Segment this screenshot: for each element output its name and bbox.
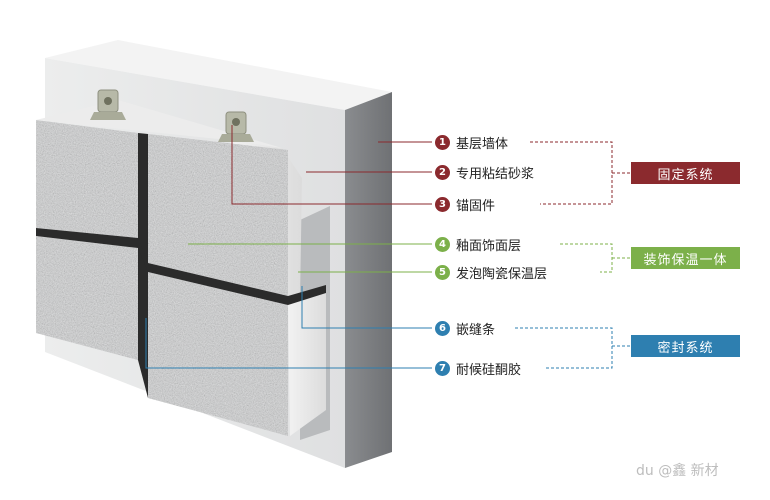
label-glazed-facing: 4 釉面饰面层 [435,233,521,255]
badge-2: 2 [435,164,450,180]
label-text-foam-ceramic: 发泡陶瓷保温层 [456,266,548,282]
label-text-joint-strip: 嵌缝条 [456,322,496,338]
group-sealing-system: 密封系统 [631,335,740,357]
label-text-glazed-facing: 釉面饰面层 [456,238,522,254]
label-anchor: 3 锚固件 [435,193,495,215]
facing-tiles [36,120,288,436]
label-silicone-sealant: 7 耐候硅酮胶 [435,357,521,379]
group-fixing-system: 固定系统 [631,162,740,184]
leader-3 [231,125,432,205]
badge-6: 6 [435,320,450,336]
base-wall-top [45,40,392,110]
badge-1: 1 [435,134,450,150]
leader-lines [145,125,432,369]
insulation-side-lower [288,285,326,436]
bracket-seal [515,327,613,369]
label-joint-strip: 6 嵌缝条 [435,317,495,339]
badge-3: 3 [435,196,450,212]
anchor-right [218,111,254,142]
badge-4: 4 [435,236,450,252]
group-decor-insulation: 装饰保温一体 [631,247,740,269]
label-base-wall: 1 基层墙体 [435,131,508,153]
base-wall-side [345,92,392,468]
label-foam-ceramic: 5 发泡陶瓷保温层 [435,261,547,283]
leader-6 [301,286,432,329]
leader-7 [145,318,432,369]
label-text-silicone-sealant: 耐候硅酮胶 [456,362,522,378]
watermark: du @鑫 新材 [636,463,719,479]
label-adhesive-mortar: 2 专用粘结砂浆 [435,161,534,183]
bracket-decor [560,243,613,273]
badge-7: 7 [435,360,450,376]
joint-horizontal [36,228,326,305]
label-text-anchor: 锚固件 [456,198,496,214]
label-text-base-wall: 基层墙体 [456,136,509,152]
badge-5: 5 [435,264,450,280]
bracket-fixing [530,141,613,205]
group-brackets [515,141,631,369]
anchor-left [90,89,126,120]
label-text-adhesive-mortar: 专用粘结砂浆 [456,166,535,182]
